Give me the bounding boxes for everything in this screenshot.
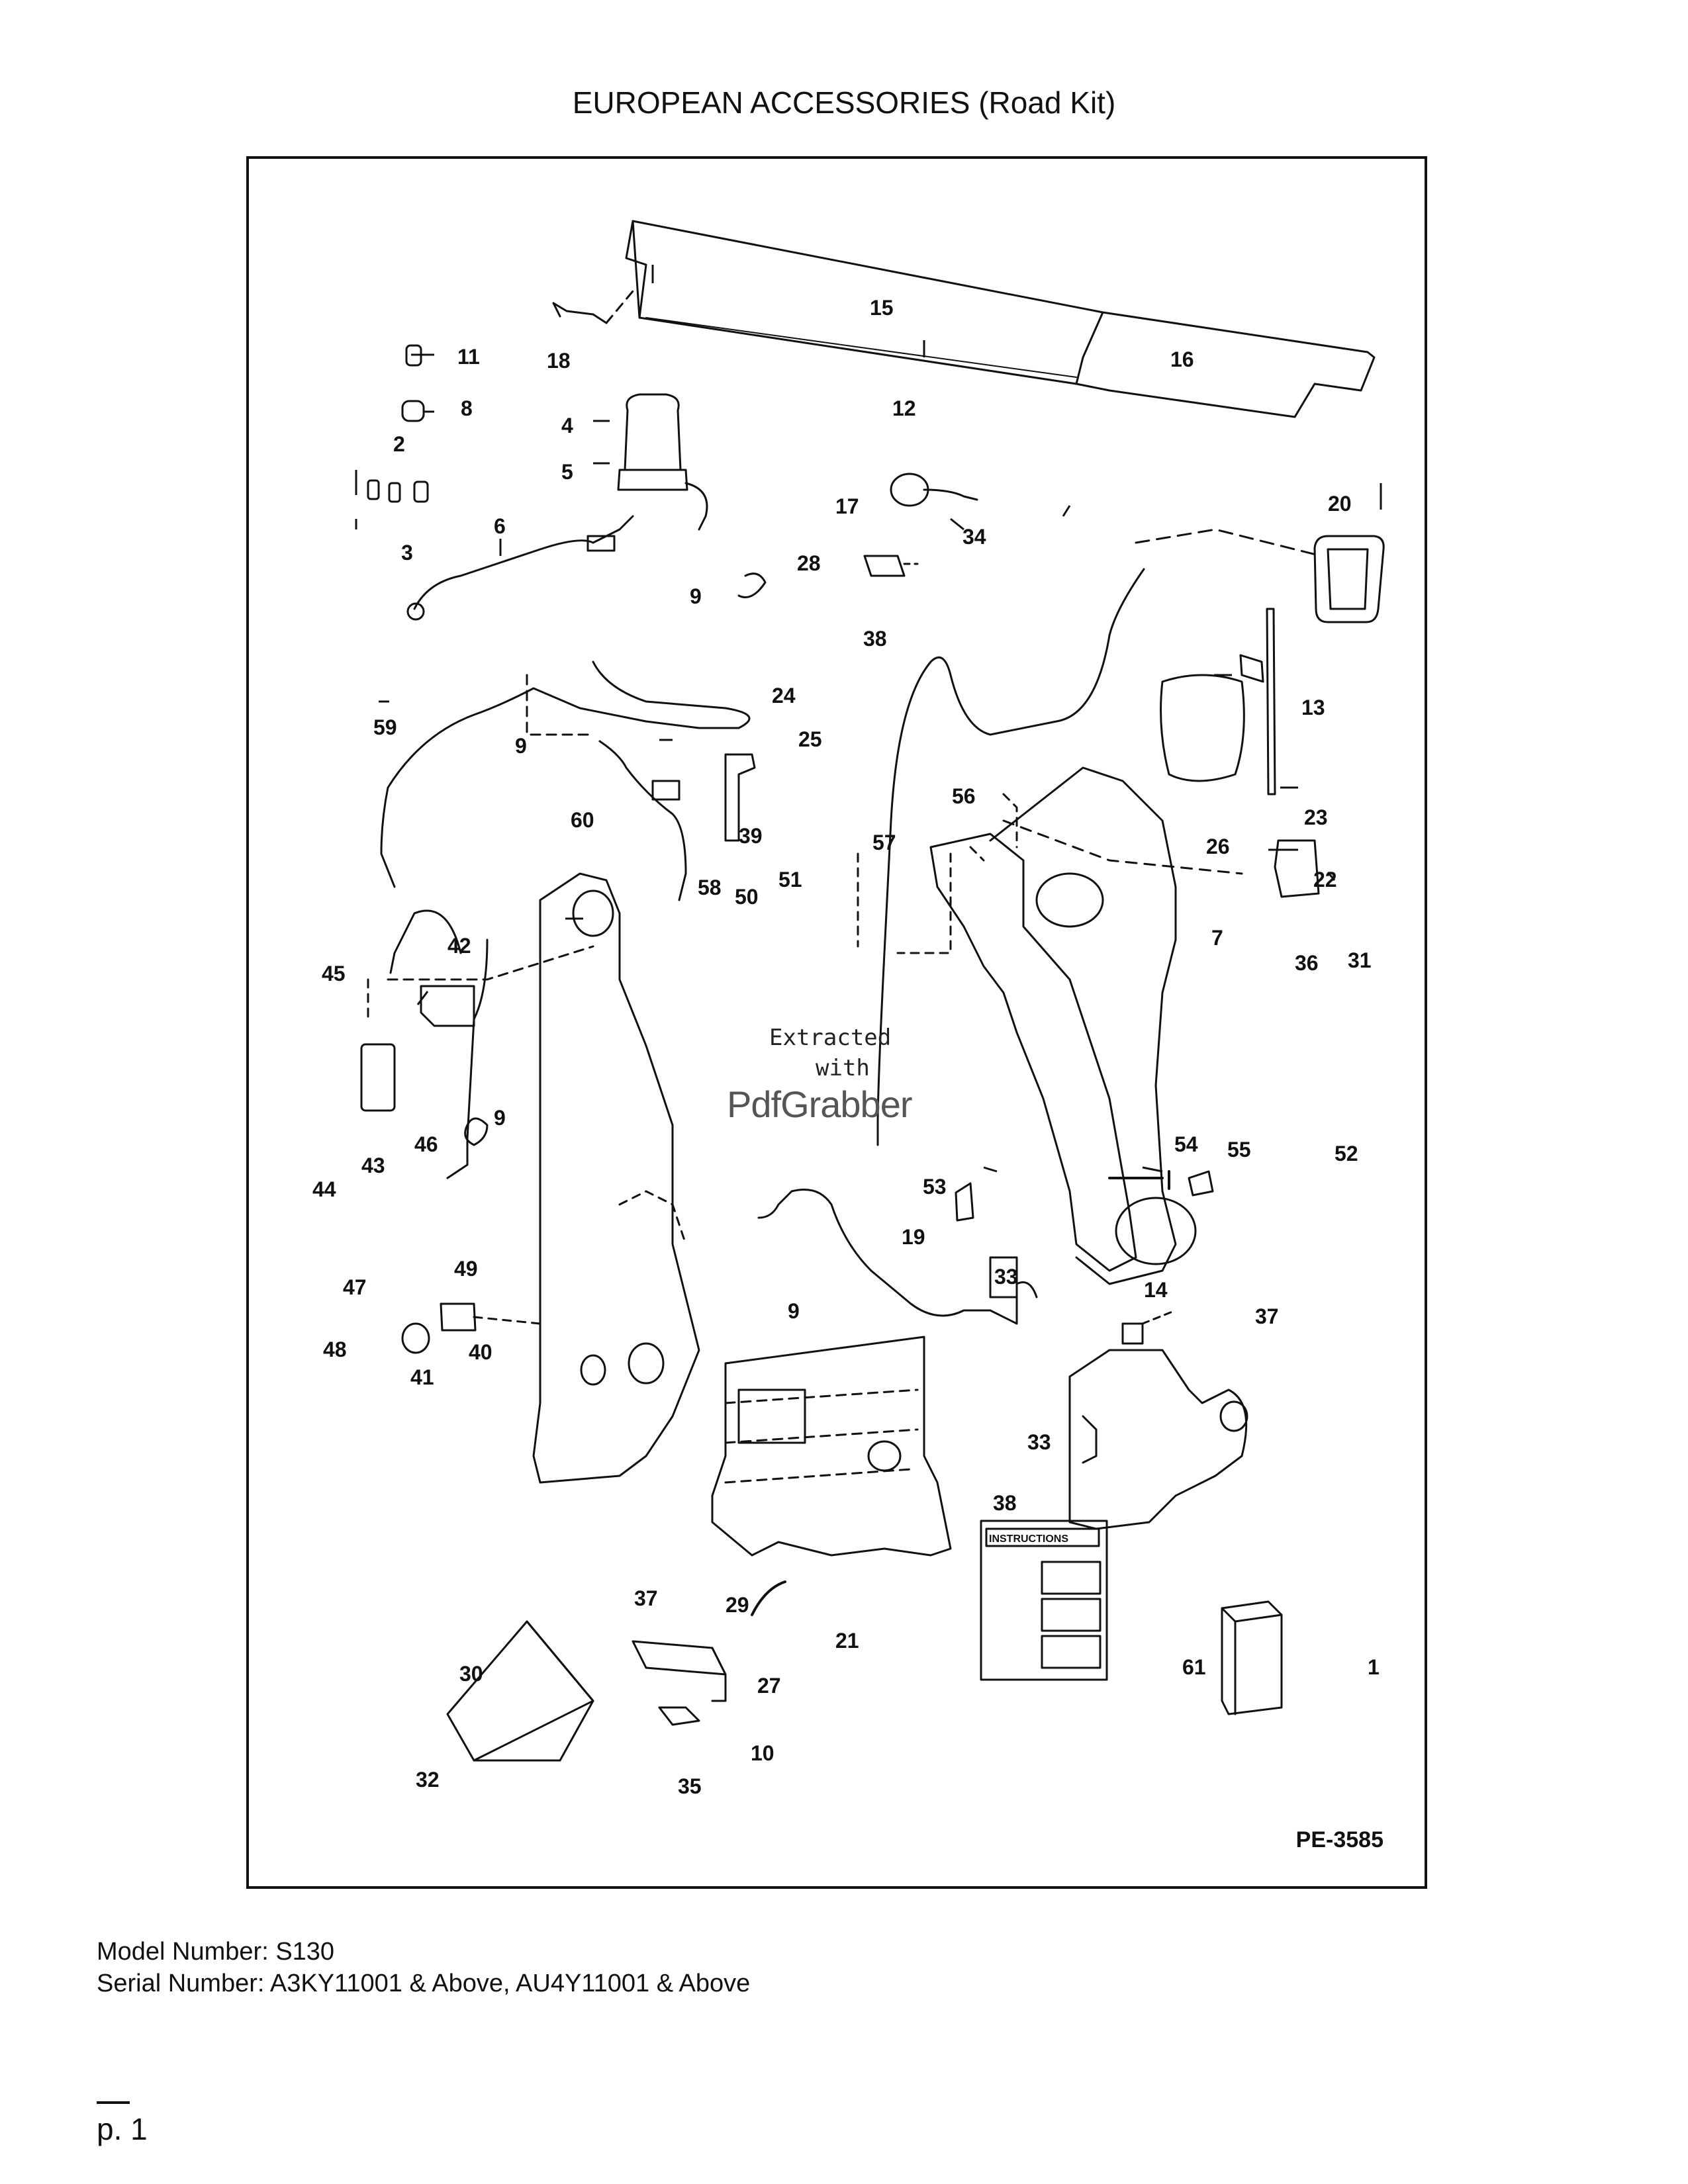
- callout-59: 59: [373, 715, 397, 739]
- callout-10: 10: [751, 1741, 774, 1765]
- callout-37-bottom: 37: [634, 1586, 658, 1610]
- exploded-view-drawing: 15 16 11 18 8 12 2 4 5 17 20 3 6 34 28 9…: [312, 220, 1385, 1798]
- callout-42: 42: [447, 934, 471, 958]
- serial-number: Serial Number: A3KY11001 & Above, AU4Y11…: [97, 1970, 751, 1997]
- callout-61: 61: [1182, 1655, 1206, 1679]
- callout-56: 56: [952, 784, 976, 808]
- callout-46: 46: [414, 1132, 438, 1156]
- callout-29: 29: [726, 1593, 749, 1617]
- page-number: p. 1: [97, 2112, 148, 2146]
- watermark: Extracted with PdfGrabber: [727, 1024, 945, 1137]
- callout-49: 49: [454, 1257, 478, 1281]
- instructions-label: INSTRUCTIONS: [989, 1533, 1068, 1545]
- callout-13: 13: [1301, 696, 1325, 719]
- callout-52: 52: [1335, 1142, 1358, 1165]
- callout-2: 2: [393, 432, 405, 456]
- callout-numbers: 15 16 11 18 8 12 2 4 5 17 20 3 6 34 28 9…: [312, 296, 1380, 1798]
- callout-16: 16: [1170, 347, 1194, 371]
- callout-5: 5: [561, 460, 573, 484]
- callout-60: 60: [571, 808, 594, 832]
- callout-44: 44: [312, 1177, 336, 1201]
- callout-4: 4: [561, 414, 573, 437]
- callout-48: 48: [323, 1338, 347, 1361]
- callout-9-bottom: 9: [788, 1299, 800, 1323]
- callout-58: 58: [698, 876, 722, 899]
- model-number: Model Number: S130: [97, 1938, 335, 1966]
- callout-40: 40: [469, 1340, 492, 1364]
- callout-leader-lines: [355, 265, 1382, 1173]
- callout-9-mid: 9: [494, 1106, 506, 1130]
- callout-33-bottom: 33: [1027, 1430, 1051, 1454]
- callout-9-left: 9: [515, 734, 527, 758]
- watermark-brand-part2: Grabber: [780, 1083, 912, 1125]
- callout-45: 45: [322, 962, 346, 985]
- callout-22: 22: [1313, 868, 1337, 891]
- callout-33-top: 33: [994, 1265, 1018, 1289]
- callout-27: 27: [757, 1674, 781, 1698]
- callout-6: 6: [494, 514, 506, 538]
- page-number-rule: [97, 2101, 130, 2104]
- callout-23: 23: [1304, 805, 1328, 829]
- watermark-brand-part1: Pdf: [727, 1083, 781, 1125]
- callout-54: 54: [1174, 1132, 1198, 1156]
- callout-20: 20: [1328, 492, 1352, 516]
- callout-57: 57: [872, 831, 896, 854]
- watermark-brand: PdfGrabber: [727, 1083, 913, 1126]
- callout-11: 11: [457, 345, 480, 369]
- callout-17: 17: [835, 494, 859, 518]
- watermark-line1: Extracted: [769, 1024, 892, 1051]
- callout-36: 36: [1295, 951, 1319, 975]
- callout-30: 30: [459, 1662, 483, 1686]
- callout-25: 25: [798, 727, 822, 751]
- callout-1: 1: [1368, 1655, 1380, 1679]
- watermark-line2: with: [816, 1055, 870, 1081]
- callout-28: 28: [797, 551, 821, 575]
- callout-3: 3: [401, 541, 413, 565]
- callout-19: 19: [902, 1225, 925, 1249]
- callout-32: 32: [416, 1768, 440, 1792]
- callout-38-bottom: 38: [993, 1491, 1017, 1515]
- callout-9-top: 9: [690, 584, 702, 608]
- callout-51: 51: [778, 868, 802, 891]
- callout-18: 18: [547, 349, 571, 373]
- callout-31: 31: [1348, 948, 1372, 972]
- callout-39: 39: [739, 824, 763, 848]
- callout-8: 8: [461, 396, 473, 420]
- callout-12: 12: [892, 396, 916, 420]
- page-title: EUROPEAN ACCESSORIES (Road Kit): [572, 85, 1116, 120]
- callout-7: 7: [1211, 926, 1223, 950]
- callout-38-top: 38: [863, 627, 887, 651]
- callout-41: 41: [410, 1365, 434, 1389]
- callout-55: 55: [1227, 1138, 1251, 1161]
- callout-34: 34: [962, 525, 986, 549]
- callout-47: 47: [343, 1275, 367, 1299]
- callout-14: 14: [1144, 1278, 1168, 1302]
- callout-53: 53: [923, 1175, 947, 1199]
- callout-24: 24: [772, 684, 796, 707]
- callout-37-right: 37: [1255, 1304, 1279, 1328]
- callout-50: 50: [735, 885, 759, 909]
- callout-43: 43: [361, 1154, 385, 1177]
- callout-21: 21: [835, 1629, 859, 1653]
- callout-26: 26: [1206, 835, 1230, 858]
- drawing-code: PE-3585: [1295, 1827, 1383, 1852]
- parts-diagram: 15 16 11 18 8 12 2 4 5 17 20 3 6 34 28 9…: [246, 156, 1427, 1889]
- callout-35: 35: [678, 1774, 702, 1798]
- callout-15: 15: [870, 296, 894, 320]
